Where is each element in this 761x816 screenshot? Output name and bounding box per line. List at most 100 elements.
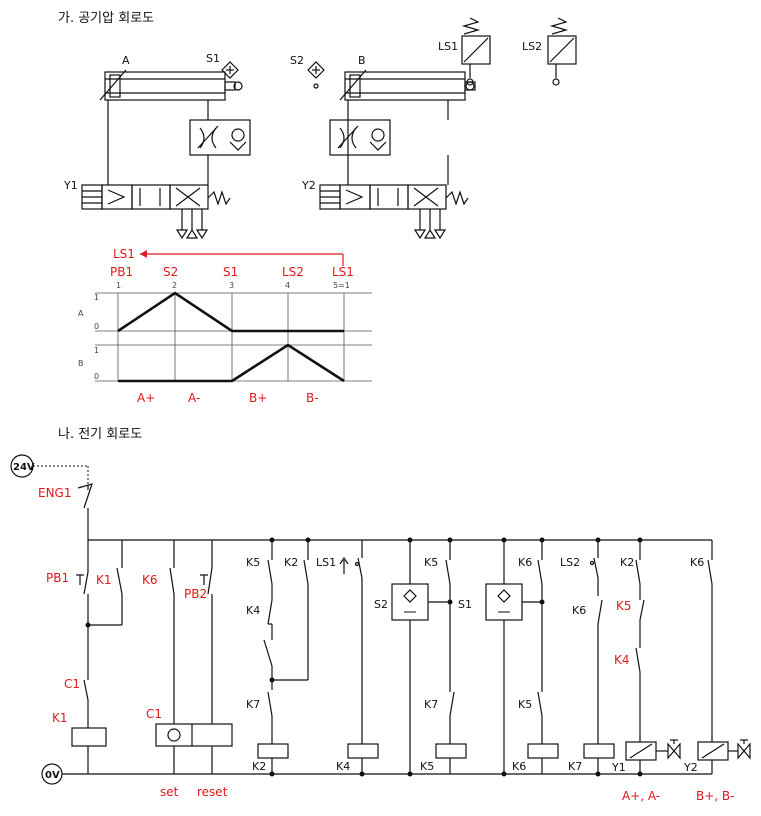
junction-dot bbox=[305, 537, 311, 543]
emergency-stop-switch-icon bbox=[77, 483, 93, 540]
contact-k2-icon bbox=[303, 559, 309, 585]
limit-switch-ls2-icon bbox=[547, 17, 577, 86]
loop-signal-label: LS1 bbox=[113, 247, 135, 261]
limit-switch-ls1-label: LS1 bbox=[316, 556, 336, 569]
cylinder-a-motion-trace bbox=[117, 291, 344, 333]
contact-k2-icon bbox=[635, 559, 641, 585]
proximity-sensor-s2-icon bbox=[403, 589, 417, 613]
flow-control-valve-b-icon bbox=[329, 119, 391, 156]
solenoid-y2-label: Y2 bbox=[683, 761, 698, 774]
limit-switch-ls1-label: LS1 bbox=[438, 40, 458, 53]
level-label: 1 bbox=[94, 346, 99, 355]
contact-k1-icon bbox=[116, 567, 123, 595]
junction-dot bbox=[407, 771, 413, 777]
junction-dot bbox=[595, 537, 601, 543]
solenoid-y1-label: Y1 bbox=[611, 761, 626, 774]
contact-k6-label: K6 bbox=[142, 573, 158, 587]
step-number: 4 bbox=[285, 281, 290, 290]
step-signal-label: S1 bbox=[223, 265, 238, 279]
coil-k7-label: K7 bbox=[568, 760, 582, 773]
motion-label: A- bbox=[188, 391, 200, 405]
relay-coil-k4 bbox=[347, 743, 379, 759]
adjustable-cushion-arrow bbox=[99, 69, 127, 101]
limit-switch-ls2-label: LS2 bbox=[560, 556, 580, 569]
electric-circuit: 24V ENG1 0V PB1 K1 C1 K1 bbox=[10, 454, 751, 803]
displacement-step-diagram: LS1 PB1 S2 S1 LS2 LS1 1 2 3 4 5=1 A B 1 … bbox=[78, 247, 372, 405]
loop-return-arrow-icon bbox=[140, 250, 147, 258]
limit-switch-ls1-icon bbox=[461, 17, 491, 86]
contact-k7-icon bbox=[267, 691, 273, 717]
junction-dot bbox=[595, 771, 601, 777]
step-signal-label: LS2 bbox=[282, 265, 304, 279]
level-label: 0 bbox=[94, 372, 99, 381]
level-label: 1 bbox=[94, 293, 99, 302]
counter-c1-box bbox=[155, 723, 233, 747]
contact-k4-label: K4 bbox=[614, 653, 630, 667]
junction-dot bbox=[269, 771, 275, 777]
coil-k1-label: K1 bbox=[52, 711, 68, 725]
step-number: 5=1 bbox=[333, 281, 350, 290]
step-signal-label: LS1 bbox=[332, 265, 354, 279]
counter-c1-label: C1 bbox=[146, 707, 162, 721]
contact-k2-self-icon bbox=[263, 639, 273, 667]
coil-k6-label: K6 bbox=[512, 760, 526, 773]
contact-k5-label: K5 bbox=[424, 556, 438, 569]
cylinder-b-motion-trace bbox=[118, 343, 345, 383]
contact-c1-icon bbox=[83, 679, 89, 701]
pushbutton-pb1-label: PB1 bbox=[46, 571, 69, 585]
valve-y1-icon bbox=[81, 184, 231, 240]
contact-k6-icon bbox=[597, 599, 603, 625]
relay-coil-k5 bbox=[435, 743, 467, 759]
electric-section-title: 나. 전기 회로도 bbox=[58, 427, 142, 442]
coil-k4-label: K4 bbox=[336, 760, 350, 773]
proximity-sensor-s2-icon bbox=[307, 61, 325, 89]
relay-coil-k6 bbox=[527, 743, 559, 759]
pushbutton-pb2-icon bbox=[200, 567, 213, 595]
power-0v-label: 0V bbox=[45, 770, 60, 781]
cylinder-a-rod-roller bbox=[233, 81, 243, 91]
row-label-b: B bbox=[78, 359, 84, 368]
sensor-s2-label: S2 bbox=[374, 598, 388, 611]
contact-k6-label: K6 bbox=[518, 556, 532, 569]
proximity-sensor-s1-icon bbox=[497, 589, 511, 613]
step-number: 1 bbox=[116, 281, 121, 290]
junction-dot bbox=[501, 771, 507, 777]
junction-dot bbox=[539, 537, 545, 543]
contact-k5-label: K5 bbox=[518, 698, 532, 711]
contact-k5-label: K5 bbox=[616, 599, 632, 613]
coil-k5-label: K5 bbox=[420, 760, 434, 773]
level-label: 0 bbox=[94, 322, 99, 331]
junction-dot bbox=[269, 537, 275, 543]
contact-k6-icon bbox=[707, 559, 713, 585]
contact-k5-icon bbox=[445, 559, 451, 585]
contact-c1-label: C1 bbox=[64, 677, 80, 691]
solenoid-y1-icon bbox=[625, 739, 681, 761]
limit-switch-ls1-contact-icon bbox=[339, 556, 363, 579]
junction-dot bbox=[269, 677, 275, 683]
pneumatic-circuit-b: S2 B Y2 bbox=[290, 17, 577, 240]
contact-k1-label: K1 bbox=[96, 573, 112, 587]
junction-dot bbox=[637, 771, 643, 777]
step-number: 2 bbox=[172, 281, 177, 290]
contact-k2-label: K2 bbox=[284, 556, 298, 569]
adjustable-cushion-arrow bbox=[339, 69, 367, 101]
contact-k5-icon bbox=[639, 599, 645, 621]
counter-set-label: set bbox=[160, 785, 179, 799]
proximity-sensor-s1-icon bbox=[221, 61, 239, 79]
step-signal-label: PB1 bbox=[110, 265, 133, 279]
contact-k6-icon bbox=[537, 559, 543, 585]
junction-dot bbox=[85, 622, 91, 628]
contact-k2-label: K2 bbox=[620, 556, 634, 569]
counter-reset-label: reset bbox=[197, 785, 228, 799]
pneumatic-section-title: 가. 공기압 회로도 bbox=[58, 11, 154, 26]
cylinder-b-rod-roller bbox=[465, 81, 475, 91]
row-label-a: A bbox=[78, 309, 84, 318]
solenoid-y1-label: Y1 bbox=[63, 179, 78, 192]
contact-k5-icon bbox=[537, 691, 543, 717]
relay-coil-k1 bbox=[71, 727, 107, 747]
sensor-s2-label: S2 bbox=[290, 54, 304, 67]
relay-coil-k2 bbox=[257, 743, 289, 759]
y1-motion-caption: A+, A- bbox=[622, 789, 660, 803]
contact-k4-icon bbox=[635, 647, 641, 673]
